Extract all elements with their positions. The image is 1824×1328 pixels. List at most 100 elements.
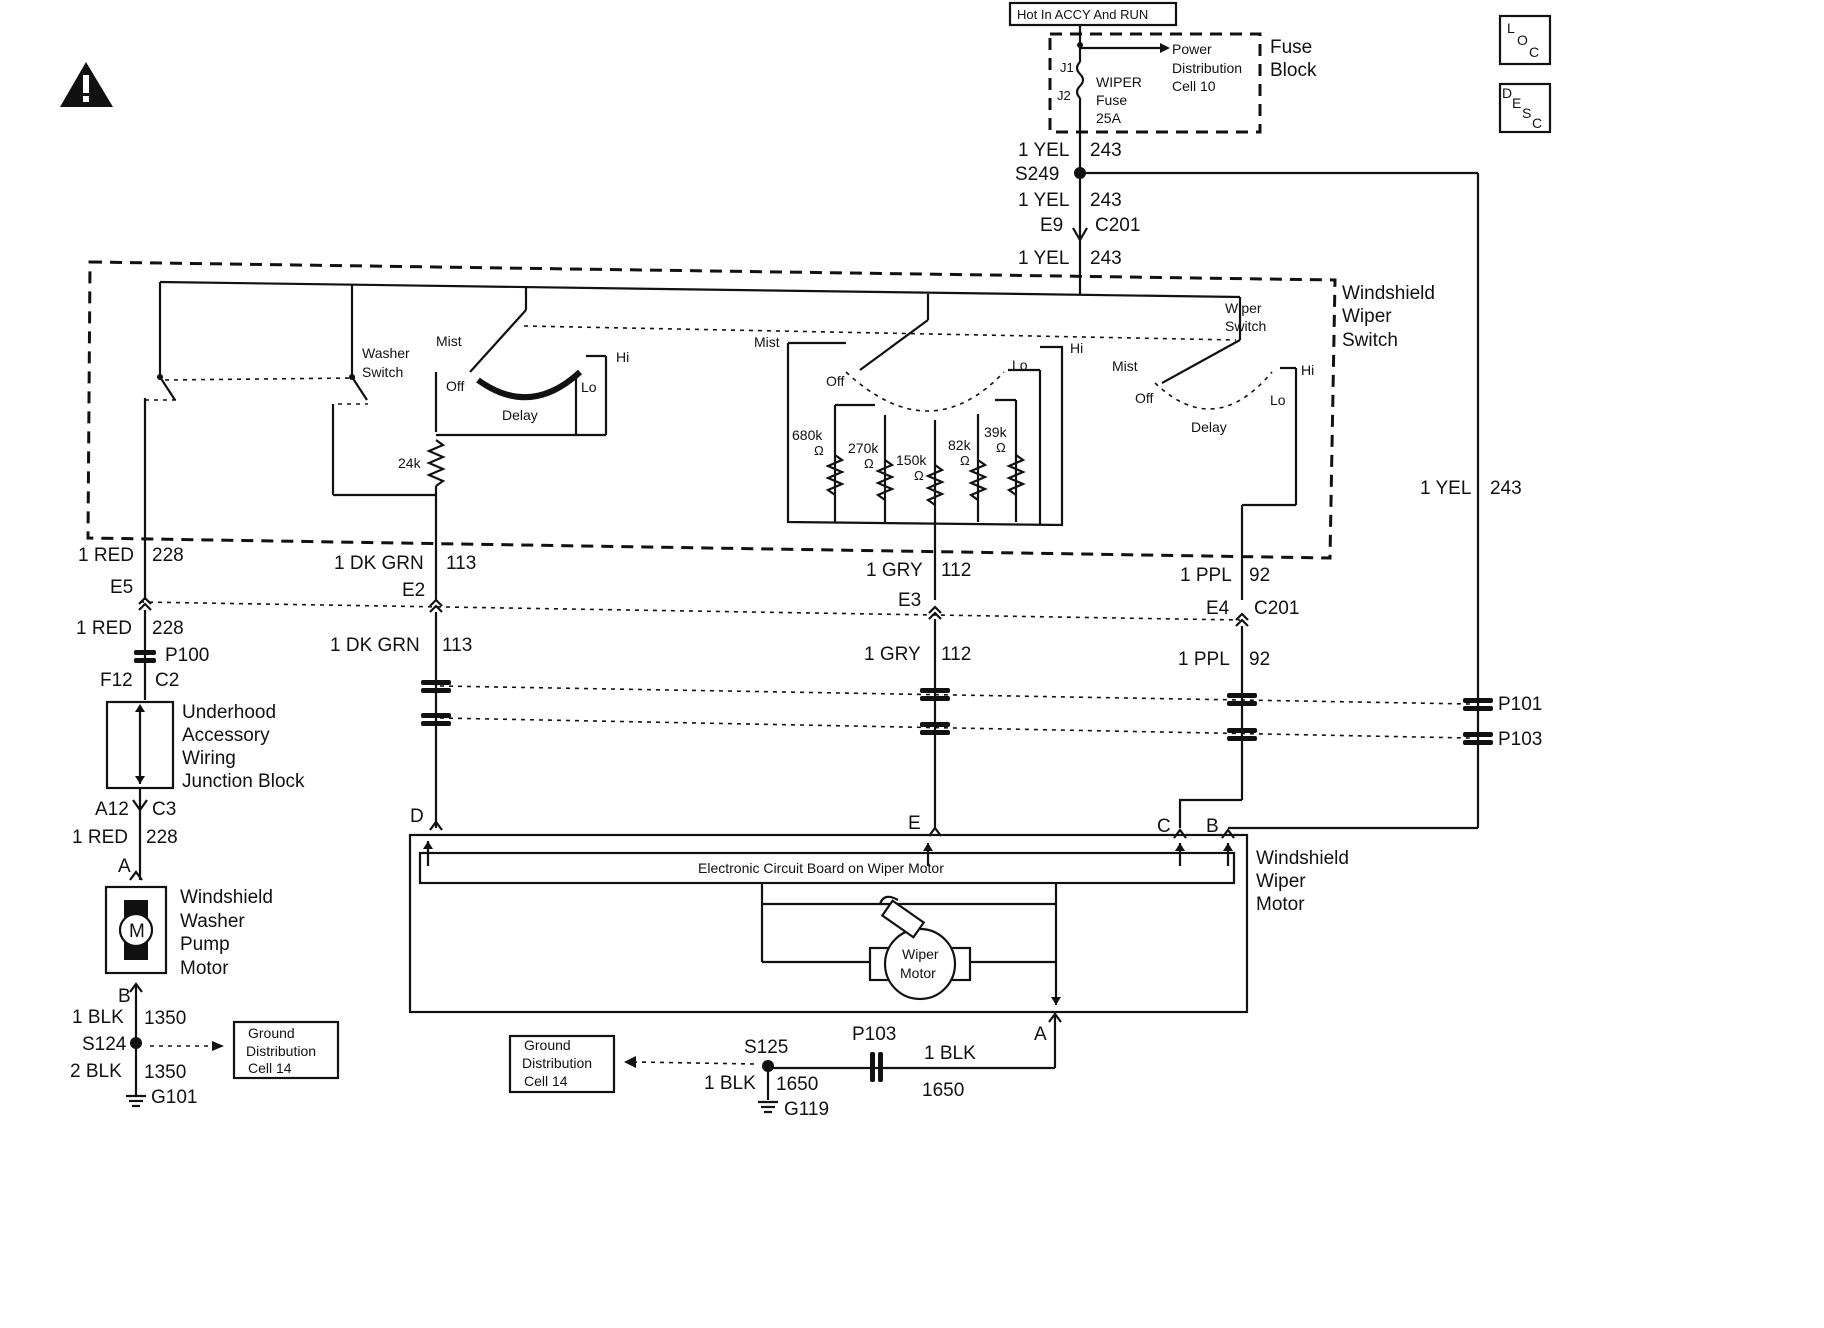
diagram-label: Lo: [581, 379, 597, 395]
diagram-label: 1 BLK: [704, 1073, 756, 1094]
diagram-label: Switch: [1342, 330, 1398, 351]
diagram-label: C3: [152, 799, 176, 820]
circuit-board-label: Electronic Circuit Board on Wiper Motor: [698, 860, 944, 876]
diagram-label: Cell 14: [248, 1060, 292, 1076]
diagram-label: Underhood: [182, 702, 276, 723]
diagram-label: A: [1034, 1024, 1047, 1045]
diagram-label: 228: [152, 545, 184, 566]
warning-icon: [60, 62, 113, 107]
diagram-label: 25A: [1096, 110, 1122, 126]
diagram-label: C: [1529, 44, 1539, 60]
resistor-39k: [1006, 454, 1026, 496]
diagram-label: B: [1206, 816, 1219, 837]
diagram-label: Washer: [180, 911, 245, 932]
diagram-label: 680k: [792, 427, 823, 443]
circuit-board: [418, 851, 1236, 885]
diagram-label: 82k: [948, 437, 972, 453]
hot-label: Hot In ACCY And RUN: [1017, 7, 1148, 22]
diagram-label: 113: [442, 635, 472, 656]
diagram-label: Wiper: [902, 946, 939, 962]
resistor-270k: [875, 459, 895, 501]
delay-arc: [476, 369, 583, 401]
resistor-24k: [426, 439, 446, 487]
diagram-label: C: [1157, 816, 1171, 837]
diagram-label: E5: [110, 577, 133, 598]
diagram-label: 1 BLK: [924, 1043, 976, 1064]
fuse-block-label-2: Block: [1270, 60, 1317, 81]
wiring-diagram: L O C D E S C Hot In ACCY And RUN Fuse B…: [60, 1, 1552, 1120]
diagram-label: 92: [1249, 565, 1270, 586]
desc-icon[interactable]: D E S C: [1498, 82, 1552, 134]
diagram-label: 92: [1249, 649, 1270, 670]
diagram-label: C201: [1254, 598, 1299, 619]
diagram-label: 243: [1490, 478, 1522, 499]
diagram-label: Windshield: [1342, 283, 1435, 304]
diagram-label: Wiring: [182, 748, 236, 769]
diagram-label: Distribution: [522, 1055, 592, 1071]
diagram-label: Motor: [900, 965, 936, 981]
diagram-label: G119: [784, 1099, 829, 1120]
diagram-label: 1 RED: [72, 827, 128, 848]
diagram-label: Pump: [180, 934, 230, 955]
diagram-label: 150k: [896, 452, 927, 468]
diagram-label: 1 YEL: [1018, 190, 1069, 211]
diagram-label: A: [118, 856, 131, 877]
diagram-label: 2 BLK: [70, 1061, 122, 1082]
diagram-label: Off: [446, 378, 465, 394]
diagram-label: Ω: [914, 468, 924, 483]
diagram-label: Mist: [1112, 358, 1138, 374]
diagram-label: 1 DK GRN: [330, 635, 420, 656]
diagram-label: 1 GRY: [866, 560, 923, 581]
diagram-label: 112: [941, 560, 971, 581]
diagram-label: Cell 10: [1172, 78, 1216, 94]
diagram-label: Cell 14: [524, 1073, 568, 1089]
diagram-label: Switch: [362, 364, 403, 380]
diagram-label: 243: [1090, 248, 1122, 269]
diagram-label: 1 YEL: [1420, 478, 1471, 499]
diagram-label: 113: [446, 553, 476, 574]
diagram-label: 243: [1090, 190, 1122, 211]
loc-icon[interactable]: L O C: [1498, 14, 1552, 66]
diagram-label: S: [1522, 105, 1531, 121]
ground-dist-right[interactable]: [508, 1034, 616, 1094]
resistor-680k: [825, 454, 845, 496]
wiper-switch-outline: [86, 260, 1337, 560]
diagram-label: Hi: [1070, 340, 1083, 356]
diagram-label: O: [1517, 32, 1528, 48]
ground-dist-left[interactable]: [232, 1020, 340, 1080]
diagram-label: WIPER: [1096, 74, 1142, 90]
diagram-label: S249: [1015, 164, 1059, 185]
diagram-label: Motor: [180, 958, 229, 979]
diagram-label: E2: [402, 580, 425, 601]
diagram-label: 1350: [144, 1062, 186, 1083]
diagram-label: 243: [1090, 140, 1122, 161]
diagram-label: E4: [1206, 598, 1230, 619]
diagram-label: 1650: [922, 1080, 964, 1101]
diagram-label: 39k: [984, 424, 1008, 440]
diagram-label: J2: [1057, 88, 1071, 103]
diagram-label: Windshield: [1256, 848, 1349, 869]
diagram-label: Mist: [754, 334, 780, 350]
diagram-label: Off: [826, 373, 845, 389]
diagram-label: Ω: [960, 453, 970, 468]
diagram-label: 1 RED: [76, 618, 132, 639]
resistor-150k: [925, 464, 945, 506]
diagram-label: A12: [95, 799, 129, 820]
diagram-label: Ω: [996, 440, 1006, 455]
diagram-label: E: [1512, 95, 1521, 111]
p101-label: P101: [1498, 694, 1542, 715]
wiper-motor-outline: [408, 833, 1249, 1014]
resistor-82k: [968, 459, 988, 501]
diagram-label: Distribution: [1172, 60, 1242, 76]
diagram-label: Windshield: [180, 887, 273, 908]
diagram-label: Ω: [814, 443, 824, 458]
wiper-fuse: [1075, 61, 1085, 99]
diagram-label: Off: [1135, 390, 1154, 406]
diagram-label: Washer: [362, 345, 410, 361]
diagram-label: G101: [151, 1087, 197, 1108]
diagram-label: 1 PPL: [1180, 565, 1232, 586]
diagram-label: 24k: [398, 455, 422, 471]
diagram-label: 270k: [848, 440, 879, 456]
diagram-label: P100: [165, 645, 209, 666]
diagram-label: Wiper: [1225, 300, 1262, 316]
